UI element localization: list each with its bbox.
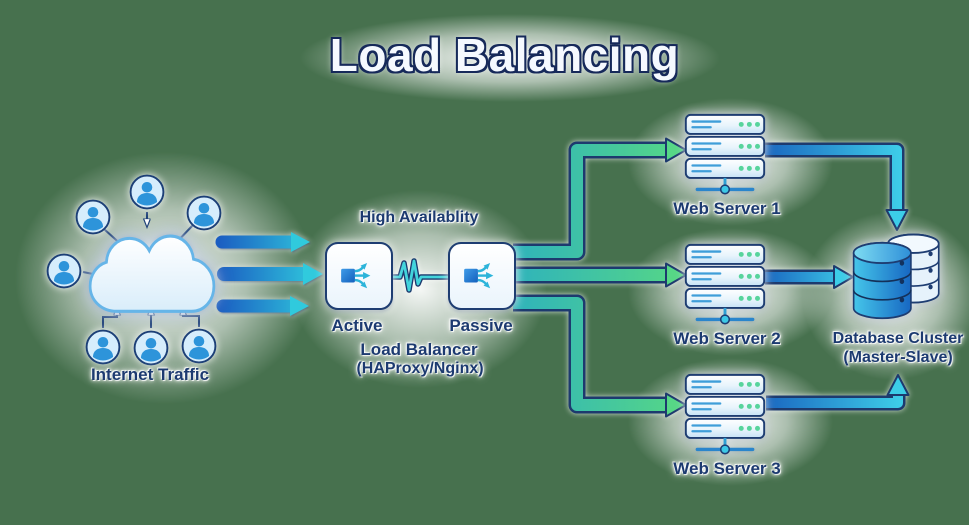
active-label: Active: [331, 316, 383, 335]
passive-label: Passive: [449, 316, 513, 335]
load-balancer-active-node: [325, 242, 393, 310]
internet-traffic-label: Internet Traffic: [90, 365, 210, 384]
webserver-to-db-arrows: [765, 142, 910, 411]
user-icon: [129, 174, 165, 210]
user-icon: [186, 195, 222, 231]
server-icon: [682, 372, 768, 458]
database-cluster-label: Database Cluster: [832, 330, 964, 347]
web-server-3-label: Web Server 3: [673, 459, 781, 478]
web-server-2-label: Web Server 2: [673, 329, 781, 348]
database-icon: [852, 229, 942, 321]
high-availability-label: High Availablity: [359, 209, 479, 226]
load-balancer-passive-node: [448, 242, 516, 310]
load-balancer-icon: [464, 263, 494, 289]
load-balancer-tech-label: (HAProxy/Nginx): [356, 360, 484, 377]
user-icon: [133, 330, 169, 366]
database-master-cylinder: [852, 241, 912, 320]
server-icon: [682, 112, 768, 198]
user-icon: [75, 199, 111, 235]
server-icon: [682, 242, 768, 328]
user-icon: [85, 329, 121, 365]
user-icon: [181, 328, 217, 364]
user-icon: [46, 253, 82, 289]
database-mode-label: (Master-Slave): [843, 349, 953, 366]
cloud-icon: [84, 233, 220, 319]
heartbeat-icon: [390, 258, 450, 293]
load-balancer-label: Load Balancer: [360, 340, 478, 359]
web-server-1-label: Web Server 1: [673, 199, 781, 218]
cloud-to-lb-arrows: [215, 232, 323, 316]
load-balancer-icon: [341, 263, 371, 289]
page-title: Load Balancing: [329, 29, 680, 81]
lb-to-webserver-arrows: [513, 137, 687, 418]
